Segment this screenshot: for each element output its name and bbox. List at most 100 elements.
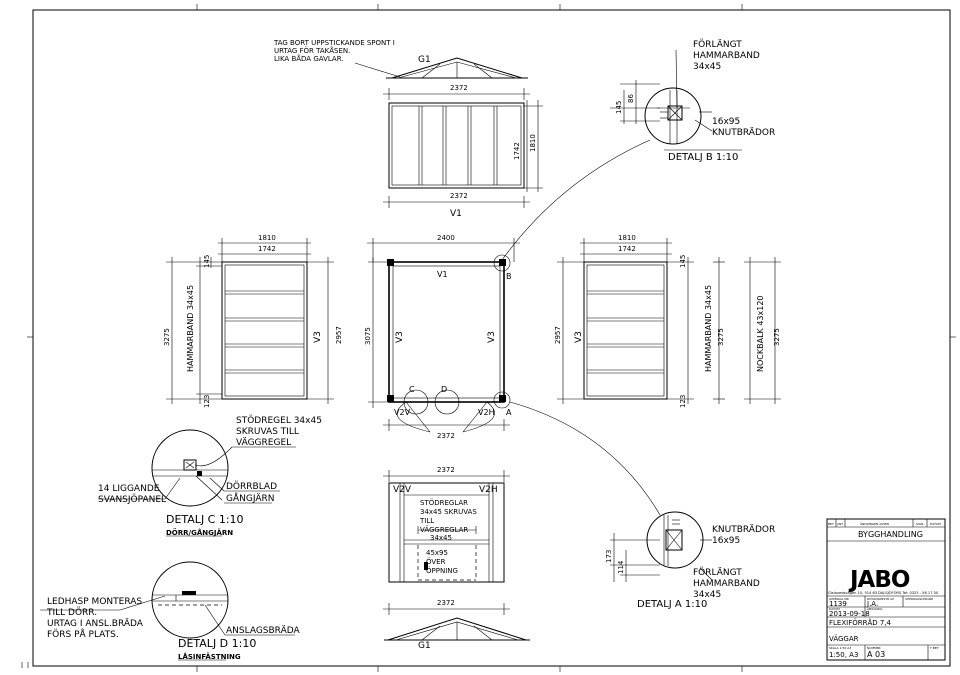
nockbalk-text: NOCKBALK 43x120 — [756, 295, 765, 372]
left-1810-text: 1810 — [258, 234, 276, 242]
plan-b-label: B — [506, 272, 512, 281]
b-knut-2: KNUTBRÄDOR — [712, 127, 775, 138]
right-3275-a-text: 3275 — [717, 328, 725, 346]
tb-uppdragsledare-label: UPPDRAGSLEDARE — [905, 597, 933, 601]
left-2957-text: 2957 — [335, 326, 343, 344]
tb-uppdrag: 1139 — [829, 600, 847, 608]
tb-datum-label: DATUM — [829, 607, 840, 611]
right-145-text: 145 — [679, 255, 687, 268]
bottom-2372-text: 2372 — [437, 599, 455, 607]
stodreglar-1: STÖDREGLAR — [420, 498, 468, 507]
detail-b — [610, 49, 713, 145]
top-note-3: LIKA BÅDA GAVLAR. — [274, 54, 344, 63]
b-forlangt-3: 34x45 — [693, 62, 721, 72]
wall-v1-elevation — [388, 100, 543, 192]
stodreglar-4: VÄGGREGLAR — [420, 525, 468, 534]
dim-v1-1810-text: 1810 — [529, 134, 537, 152]
detail-d-subtitle: LÅSINFÄSTNING — [178, 652, 241, 661]
v1-elevation-label: V1 — [450, 209, 462, 219]
right-v3-label: V3 — [574, 331, 584, 343]
title-block — [826, 518, 946, 661]
left-145-text: 145 — [203, 255, 211, 268]
plan-3075-text: 3075 — [364, 327, 372, 345]
tb-nummer: A 03 — [867, 650, 885, 659]
b-forlangt-1: FÖRLÄNGT — [693, 39, 742, 50]
dim-top-2372-text: 2372 — [450, 84, 468, 92]
right-3275-b-text: 3275 — [773, 328, 781, 346]
v2-2372-text: 2372 — [437, 466, 455, 474]
over-oppning-3: ÖPPNING — [426, 566, 458, 575]
left-hammarband-text: HAMMARBAND 34x45 — [186, 285, 195, 372]
plan-v3-right-label: V3 — [487, 331, 497, 343]
tb-ansvarig: J.A. — [866, 600, 878, 608]
anslag-note: ANSLAGSBRÄDA — [226, 625, 301, 636]
top-note-2: URTAG FÖR TAKÅSEN. — [274, 46, 350, 55]
g1-top-label: G1 — [418, 55, 431, 65]
a-knut-2: 16x95 — [712, 536, 740, 546]
dim-v1-bottom — [383, 196, 530, 208]
plan-v2h-label: V2H — [478, 408, 495, 417]
detail-b-title: DETALJ B 1:10 — [668, 152, 738, 163]
over-oppning-1: 45x95 — [426, 549, 448, 557]
g1-bottom-label: G1 — [418, 641, 431, 651]
tb-col-ant: ANT — [837, 522, 843, 526]
tb-col-sign: SIGN — [916, 522, 923, 526]
tb-skala-label: SKALA 1:50 A3 — [829, 646, 851, 650]
wall-v3-left-elevation — [166, 238, 334, 404]
ledhasp-note-4: FÖRS PÅ PLATS. — [47, 628, 119, 640]
detail-a-title: DETALJ A 1:10 — [637, 599, 707, 610]
tb-nummer-label: NUMMER — [867, 646, 881, 650]
detail-a-callout-arc — [509, 401, 661, 516]
dim-v1-bottom-text: 2372 — [450, 192, 468, 200]
tb-uppdrag-label: UPPDRAG NR — [829, 597, 849, 601]
over-oppning-2: ÖVER — [426, 557, 446, 566]
plan-bottom-2372-text: 2372 — [437, 432, 455, 440]
detail-a — [610, 511, 713, 582]
ledhasp-note-3: URTAG I ANSL.BRÄDA — [47, 618, 144, 629]
tb-innehall: VÄGGAR — [829, 634, 859, 643]
stodregel-note-2: SKRUVAS TILL — [236, 427, 299, 437]
left-123-text: 123 — [203, 395, 211, 408]
plan-d-label: D — [441, 385, 447, 394]
detail-c-subtitle: DÖRR/GÅNGJÄRN — [166, 528, 233, 537]
a-forlangt-1: FÖRLÄNGT — [693, 567, 742, 578]
right-hammarband-text: HAMMARBAND 34x45 — [704, 285, 713, 372]
tb-datum: 2013-09-18 — [829, 610, 870, 618]
plan-c-label: C — [409, 385, 415, 394]
right-2957-text: 2957 — [554, 326, 562, 344]
tb-col-andring: ÄNDRINGEN AVSER — [860, 521, 889, 526]
top-note-1: TAG BORT UPPSTICKANDE SPONT I — [273, 39, 395, 47]
dim-a-114-text: 114 — [617, 560, 625, 574]
liggande-note-2: SVANSJÖPANEL — [98, 494, 166, 505]
detail-c — [98, 429, 280, 507]
plan-v1-label: V1 — [437, 270, 448, 279]
gangjarn-note: GÅNGJÄRN — [226, 492, 274, 504]
floor-plan — [367, 238, 520, 433]
ledhasp-note-2: TILL DÖRR. — [46, 607, 97, 618]
b-forlangt-2: HAMMARBAND — [693, 51, 760, 61]
stodregel-leader — [194, 446, 233, 467]
a-knut-1: KNUTBRÄDOR — [712, 524, 775, 535]
stodreglar-2: 34x45 SKRUVAS — [420, 508, 477, 516]
gable-g1-top — [386, 57, 528, 79]
tb-col-datum: DATUM — [930, 522, 941, 526]
dim-top-2372 — [383, 88, 530, 100]
right-123-text: 123 — [679, 395, 687, 408]
tb-brand-logo: JABO — [848, 567, 910, 593]
dim-b-86-text: 86 — [627, 94, 635, 103]
plan-a-label: A — [506, 408, 512, 417]
tb-address: Gislavedsvägen 10, 514 63 DALSJÖFORS Tel… — [828, 590, 939, 595]
stodregel-note-1: STÖDREGEL 34x45 — [236, 415, 322, 426]
top-note-leader — [354, 62, 401, 78]
detail-c-title: DETALJ C 1:10 — [166, 513, 244, 526]
dim-bottom-2372 — [383, 603, 510, 615]
dim-b-145-text: 145 — [615, 101, 623, 114]
right-1810-text: 1810 — [618, 234, 636, 242]
right-1742-text: 1742 — [618, 245, 636, 253]
a-forlangt-2: HAMMARBAND — [693, 579, 760, 589]
tb-handlaggare-label: ANSVARIG — [867, 607, 883, 611]
b-knut-1: 16x95 — [712, 117, 740, 127]
plan-2400-text: 2400 — [437, 234, 455, 242]
tb-bet-label: T BET — [929, 646, 939, 650]
